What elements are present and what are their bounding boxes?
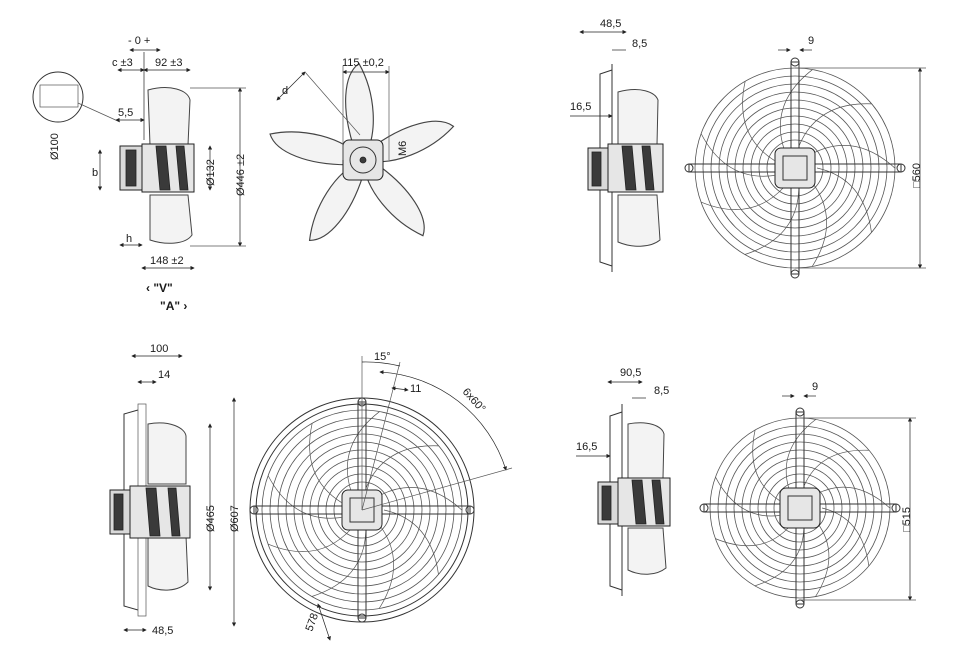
detail-bracket bbox=[39, 84, 79, 108]
label-b: b bbox=[92, 167, 98, 179]
view-1-side-view: - 0 + c ±3 92 ±3 5,5 Ø100 b h Ø132 Ø446 … bbox=[32, 35, 247, 313]
view-2-impeller-front bbox=[265, 61, 458, 248]
label-dia-446: Ø446 ±2 bbox=[235, 154, 247, 196]
label-9-b: 9 bbox=[812, 381, 818, 393]
label-11: 11 bbox=[410, 383, 421, 395]
label-92: 92 ±3 bbox=[155, 57, 182, 69]
label-14: 14 bbox=[158, 369, 170, 381]
rotor-band bbox=[155, 145, 171, 191]
label-148: 148 ±2 bbox=[150, 255, 184, 267]
label-dia-607: Ø607 bbox=[229, 505, 241, 532]
label-tolerance: - 0 + bbox=[128, 35, 150, 47]
label-h: h bbox=[126, 233, 132, 245]
label-m6: M6 bbox=[397, 141, 409, 156]
label-48-5: 48,5 bbox=[600, 18, 621, 30]
label-578: 578 bbox=[304, 612, 322, 633]
label-c-tolerance: c ±3 bbox=[112, 57, 133, 69]
label-90-5: 90,5 bbox=[620, 367, 641, 379]
guard-grill-ring bbox=[249, 397, 475, 623]
view-6-front-guard: 9 □515 bbox=[699, 381, 916, 609]
view-3-front-guard: 9 □560 bbox=[684, 35, 926, 279]
label-5-5: 5,5 bbox=[118, 107, 133, 119]
detail-circle bbox=[32, 71, 84, 123]
label-6x60: 6x60° bbox=[460, 386, 488, 415]
label-8-5-b: 8,5 bbox=[654, 385, 669, 397]
label-dia-465: Ø465 bbox=[205, 505, 217, 532]
label-flow-v: ‹ "V" bbox=[146, 281, 173, 295]
view-2-dimensions: 115 ±0,2 d M6 bbox=[276, 57, 409, 160]
label-dia-132: Ø132 bbox=[205, 159, 217, 186]
blade-lower bbox=[149, 194, 193, 244]
view-3-side-guard: 48,5 8,5 16,5 bbox=[570, 18, 664, 272]
label-sq-515: □515 bbox=[901, 507, 913, 532]
label-9: 9 bbox=[808, 35, 814, 47]
label-sq-560: □560 bbox=[911, 163, 923, 188]
detail-leader bbox=[77, 102, 121, 123]
label-48-5-b: 48,5 bbox=[152, 625, 173, 637]
label-16-5-b: 16,5 bbox=[576, 441, 597, 453]
rotor-band-2 bbox=[175, 145, 189, 191]
view-6-side-guard: 90,5 8,5 16,5 bbox=[576, 367, 671, 596]
guard-grill-515 bbox=[699, 407, 901, 609]
label-15-deg: 15° bbox=[374, 351, 391, 363]
view-4-side-ring: 100 14 Ø465 Ø607 48,5 bbox=[109, 343, 241, 637]
label-flow-a: "A" › bbox=[160, 299, 187, 313]
label-115: 115 ±0,2 bbox=[342, 57, 384, 69]
motor-end-cap bbox=[125, 149, 137, 187]
view-5-front-ring: 15° 11 6x60° 578 bbox=[249, 351, 513, 641]
label-8-5: 8,5 bbox=[632, 38, 647, 50]
label-16-5: 16,5 bbox=[570, 101, 591, 113]
label-100: 100 bbox=[150, 343, 168, 355]
label-dia-100: Ø100 bbox=[49, 133, 61, 160]
blade-upper bbox=[147, 87, 191, 146]
guard-grill-560 bbox=[684, 57, 906, 279]
label-d: d bbox=[282, 85, 288, 97]
